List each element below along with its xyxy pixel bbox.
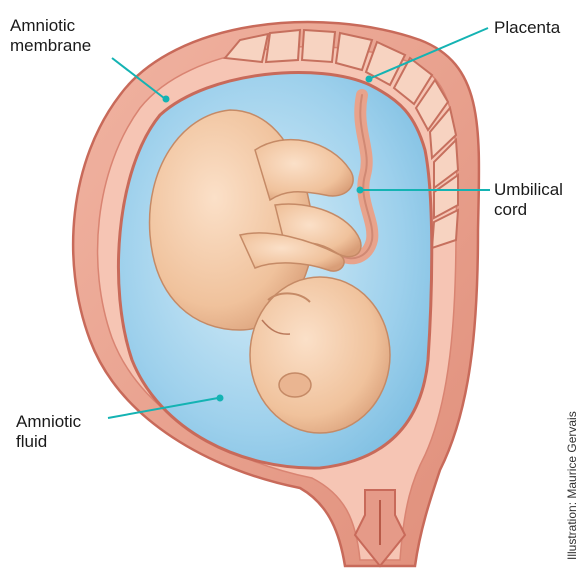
label-amniotic-membrane: Amniotic membrane [10, 16, 91, 56]
illustration-credit: Illustration: Maurice Gervais [565, 411, 579, 560]
label-placenta: Placenta [494, 18, 560, 38]
label-amniotic-fluid: Amniotic fluid [16, 412, 81, 452]
label-umbilical-cord: Umbilical cord [494, 180, 563, 220]
